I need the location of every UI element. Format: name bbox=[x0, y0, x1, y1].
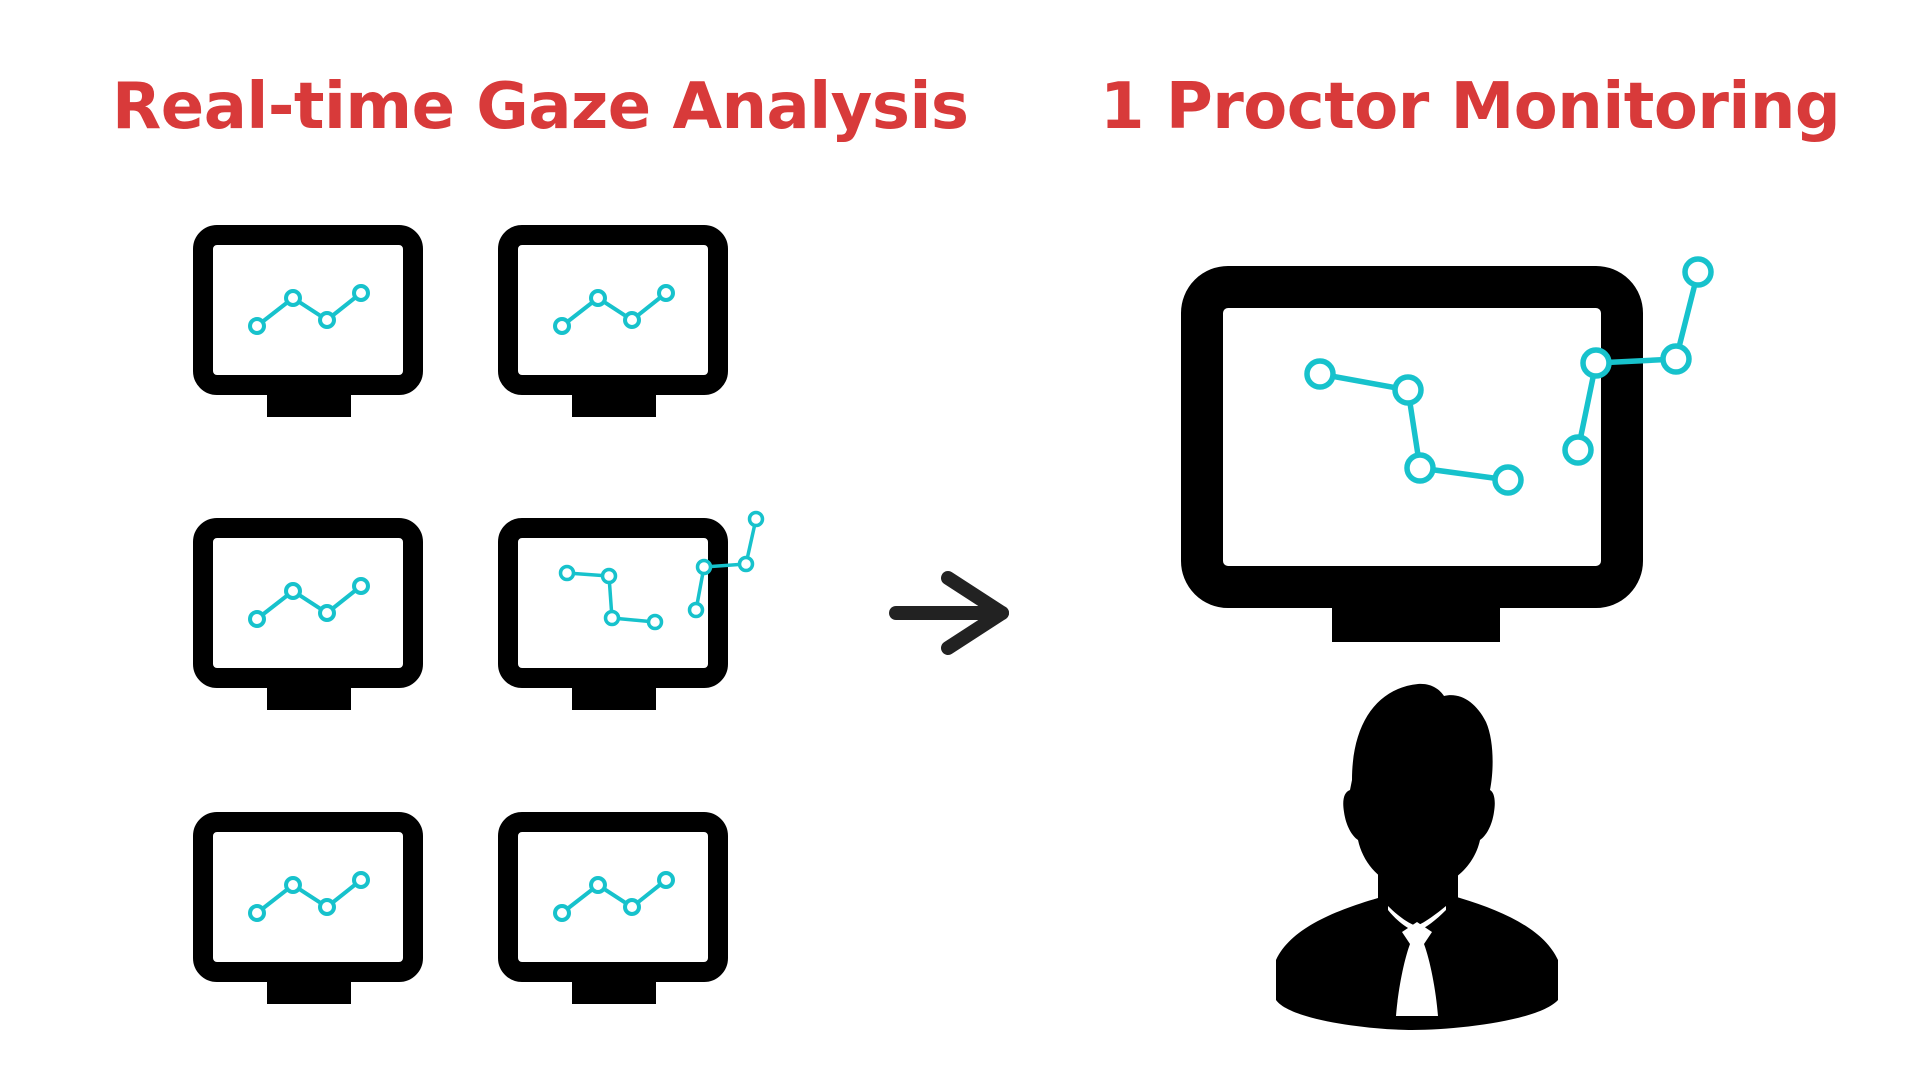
gaze-path-icon bbox=[1304, 256, 1714, 496]
monitor-icon bbox=[203, 528, 413, 710]
monitor-icon bbox=[508, 822, 718, 1004]
student-monitor-flagged bbox=[508, 510, 765, 711]
student-monitor bbox=[508, 235, 718, 417]
monitor-icon bbox=[1181, 266, 1643, 608]
monitor-icon bbox=[203, 822, 413, 1004]
monitor-stand bbox=[1332, 599, 1500, 642]
student-monitor bbox=[203, 822, 413, 1004]
proctor-monitor bbox=[1181, 256, 1714, 642]
tie-icon bbox=[1396, 922, 1438, 1016]
heading-proctor-monitoring: 1 Proctor Monitoring bbox=[1100, 70, 1841, 144]
student-monitor bbox=[203, 235, 413, 417]
proctor-person-icon bbox=[1276, 683, 1558, 1030]
gaze-path-icon bbox=[558, 510, 765, 631]
student-monitor bbox=[203, 528, 413, 710]
heading-realtime-gaze-analysis: Real-time Gaze Analysis bbox=[112, 70, 969, 144]
student-monitor bbox=[508, 822, 718, 1004]
monitor-icon bbox=[508, 235, 718, 417]
monitor-icon bbox=[203, 235, 413, 417]
arrow-right-icon bbox=[889, 571, 1009, 655]
